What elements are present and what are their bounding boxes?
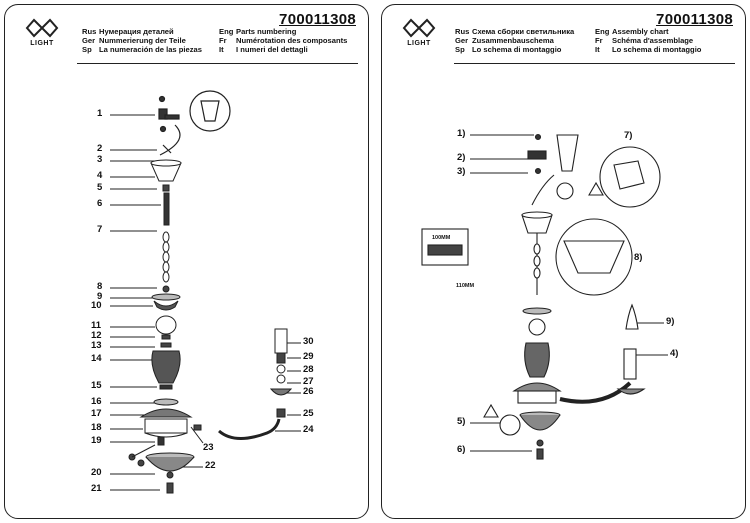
logo-icon — [25, 18, 59, 38]
step-label-4: 4) — [670, 348, 679, 359]
step-label-3: 3) — [457, 166, 466, 177]
brand-logo: LIGHT — [25, 17, 59, 47]
part-number-2: 2 — [97, 143, 103, 154]
part-number-12: 12 — [91, 330, 102, 341]
step-label-8: 8) — [634, 252, 643, 263]
part-number-4: 4 — [97, 170, 103, 181]
part-number-29: 29 — [303, 351, 314, 362]
part-number-27: 27 — [303, 376, 314, 387]
part-number-16: 16 — [91, 396, 102, 407]
part-number-23: 23 — [203, 442, 214, 453]
part-number-24: 24 — [303, 424, 314, 435]
step-label-9: 9) — [666, 316, 675, 327]
part-number-10: 10 — [91, 300, 102, 311]
dimension-label-110mm: 110MM — [456, 283, 475, 289]
dimension-label-100mm: 100MM — [432, 235, 451, 241]
part-number-8: 8 — [97, 281, 103, 292]
header-divider — [77, 63, 358, 64]
step-label-1: 1) — [457, 128, 466, 139]
assembly-drawing — [421, 133, 668, 460]
logo-text: LIGHT — [30, 40, 54, 47]
part-number-20: 20 — [91, 467, 102, 478]
brand-logo: LIGHT — [402, 17, 436, 47]
product-code: 700011308 — [656, 11, 733, 28]
part-number-13: 13 — [91, 340, 102, 351]
part-number-19: 19 — [91, 435, 102, 446]
step-label-5: 5) — [457, 416, 466, 427]
part-number-6: 6 — [97, 198, 103, 209]
header-divider — [454, 63, 735, 64]
part-number-28: 28 — [303, 364, 314, 375]
part-number-26: 26 — [303, 386, 314, 397]
part-number-5: 5 — [97, 182, 103, 193]
part-number-17: 17 — [91, 408, 102, 419]
exploded-view-drawing — [110, 90, 301, 494]
part-number-7: 7 — [97, 224, 103, 235]
part-number-18: 18 — [91, 422, 102, 433]
part-number-1: 1 — [97, 108, 103, 119]
part-number-14: 14 — [91, 353, 102, 364]
part-number-3: 3 — [97, 154, 103, 165]
part-number-11: 11 — [91, 320, 102, 331]
step-label-6: 6) — [457, 444, 466, 455]
part-number-25: 25 — [303, 408, 314, 419]
part-number-30: 30 — [303, 336, 314, 347]
logo-icon — [402, 18, 436, 38]
part-number-15: 15 — [91, 380, 102, 391]
part-number-21: 21 — [91, 483, 102, 494]
part-number-22: 22 — [205, 460, 216, 471]
step-label-7: 7) — [624, 130, 633, 141]
product-code: 700011308 — [279, 11, 356, 28]
part-number-9: 9 — [97, 291, 103, 302]
logo-text: LIGHT — [407, 40, 431, 47]
step-label-2: 2) — [457, 152, 466, 163]
